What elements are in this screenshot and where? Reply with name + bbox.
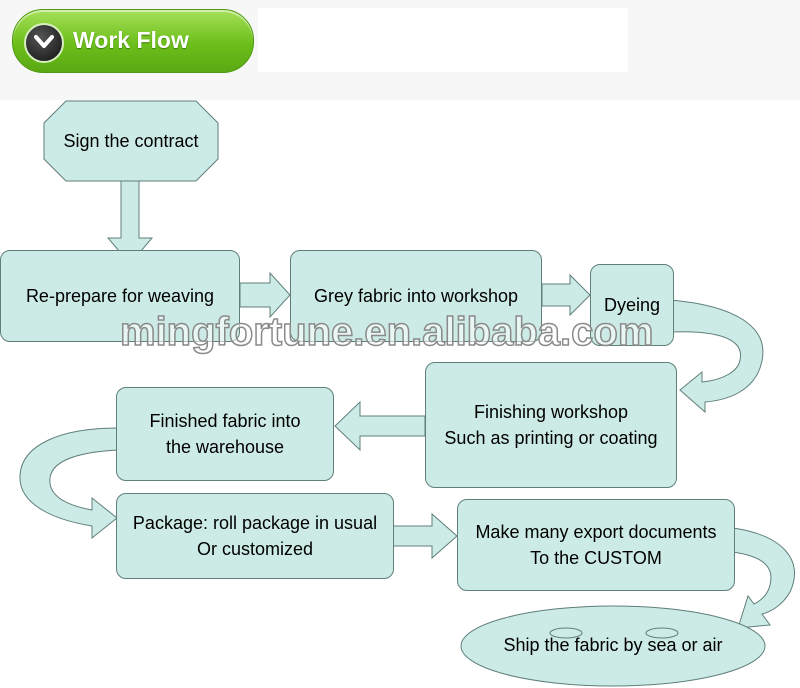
curved-arrow	[669, 299, 764, 414]
step-export-documents: Make many export documents To the CUSTOM	[457, 499, 735, 591]
arrow-right	[239, 271, 291, 319]
step-grey-fabric-workshop: Grey fabric into workshop	[290, 250, 542, 342]
arrow-right	[541, 273, 591, 317]
ship-ellipse	[460, 605, 766, 687]
curved-arrow	[19, 427, 119, 540]
arrow-left	[334, 400, 426, 452]
step-finishing-workshop: Finishing workshop Such as printing or c…	[425, 362, 677, 488]
arrow-right	[392, 512, 458, 560]
work-flow-badge: Work Flow	[12, 9, 254, 73]
ship-ellipse-eye	[645, 627, 679, 639]
header-panel	[258, 8, 628, 72]
step-ship-fabric: Ship the fabric by sea or air	[503, 635, 723, 655]
step-re-prepare-weaving: Re-prepare for weaving	[0, 250, 240, 342]
step-finished-fabric-warehouse: Finished fabric into the warehouse	[116, 387, 334, 481]
step-dyeing: Dyeing	[590, 264, 674, 346]
ship-ellipse-eye	[549, 627, 583, 639]
curved-arrow	[732, 527, 795, 629]
watermark: mingfortune.en.alibaba.com	[119, 309, 654, 355]
step-sign-contract: Sign the contract	[63, 131, 199, 151]
chevron-down-icon	[24, 23, 64, 63]
step-package: Package: roll package in usual Or custom…	[116, 493, 394, 579]
sign-contract-shape	[43, 100, 219, 182]
work-flow-title: Work Flow	[73, 27, 189, 53]
